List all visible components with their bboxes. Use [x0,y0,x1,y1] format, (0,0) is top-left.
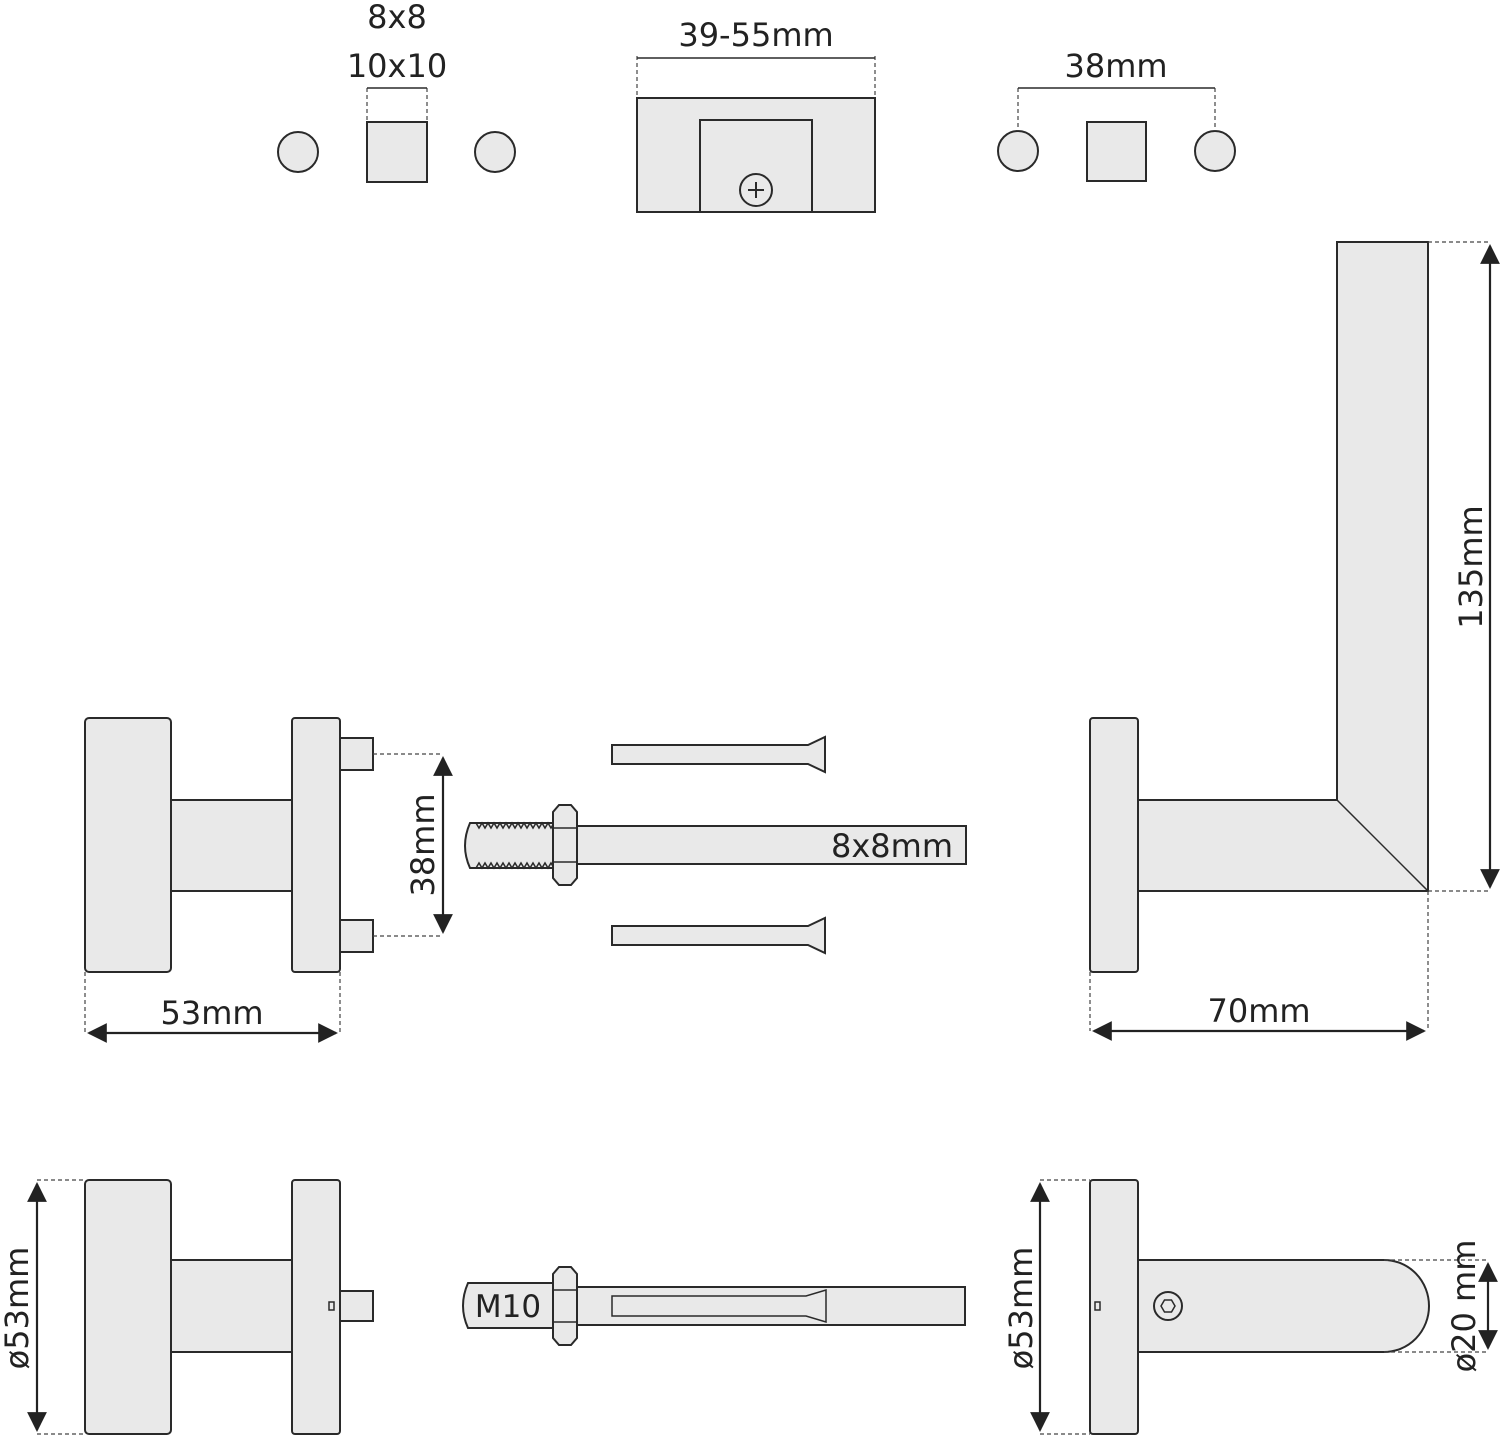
rose-diameter-label-right: ø53mm [1002,1247,1040,1370]
knob-top-view: ø53mm [0,1179,374,1435]
hex-screw-icon [1153,1291,1183,1321]
fixing-screw-top [611,735,826,774]
lever-height-label: 135mm [1452,505,1490,628]
knob-rose [291,1179,341,1435]
hole-spacing-label: 38mm [1064,47,1167,85]
spindle-stub [339,1290,374,1322]
screw-hole-right [1194,130,1236,172]
knob-head [84,717,172,973]
knob-neck [170,799,293,892]
fixing-post-bottom [339,919,374,953]
square-spindle-section [366,121,428,183]
knob-neck [170,1259,293,1353]
hex-nut [552,804,578,886]
screw-hole-right [474,131,516,173]
lever-rose [1089,1179,1139,1435]
square-size-label-a: 8x8 [367,0,427,36]
door-thickness-label: 39-55mm [678,16,833,54]
lever-depth-label: 70mm [1207,992,1310,1030]
grub-screw-slot [328,1301,335,1311]
lever-side-view: 135mm 70mm [1089,241,1500,1041]
lever-top-view: ø53mm ø20 mm [1002,1179,1498,1435]
knob-rose [291,717,341,973]
lever-diameter-label: ø20 mm [1445,1240,1483,1373]
spindle-and-screws: 8x8mm [464,735,967,955]
knob-head [84,1179,172,1435]
lever-arm [1137,1259,1430,1353]
knob-side-view: 38mm 53mm [84,717,453,1043]
lever-handle [1137,241,1429,892]
threaded-spindle-top-view: M10 [462,1266,966,1346]
thread-size-label: M10 [475,1289,541,1325]
square-spindle-section [1086,121,1147,182]
door-thickness-detail: 39-55mm [636,16,876,213]
threaded-end [462,1282,554,1329]
top-left-spindle-detail: 8x8 10x10 [277,0,516,183]
lever-rose [1089,717,1139,973]
fixing-post-top [339,737,374,771]
spindle-shaft [576,1286,966,1326]
screw-hole-left [277,131,319,173]
rose-diameter-label-left: ø53mm [0,1247,36,1370]
hex-nut [552,1266,578,1346]
fixing-screw-bottom [611,916,826,955]
top-right-spindle-detail: 38mm [997,47,1236,182]
square-spindle [576,825,967,865]
threaded-end [464,822,554,869]
square-size-label-b: 10x10 [347,47,447,85]
screw-hole-left [997,130,1039,172]
knob-depth-label: 53mm [160,994,263,1032]
post-spacing-label: 38mm [404,793,442,896]
grub-screw-slot [1094,1301,1101,1311]
spindle-size-label: 8x8mm [831,827,953,865]
